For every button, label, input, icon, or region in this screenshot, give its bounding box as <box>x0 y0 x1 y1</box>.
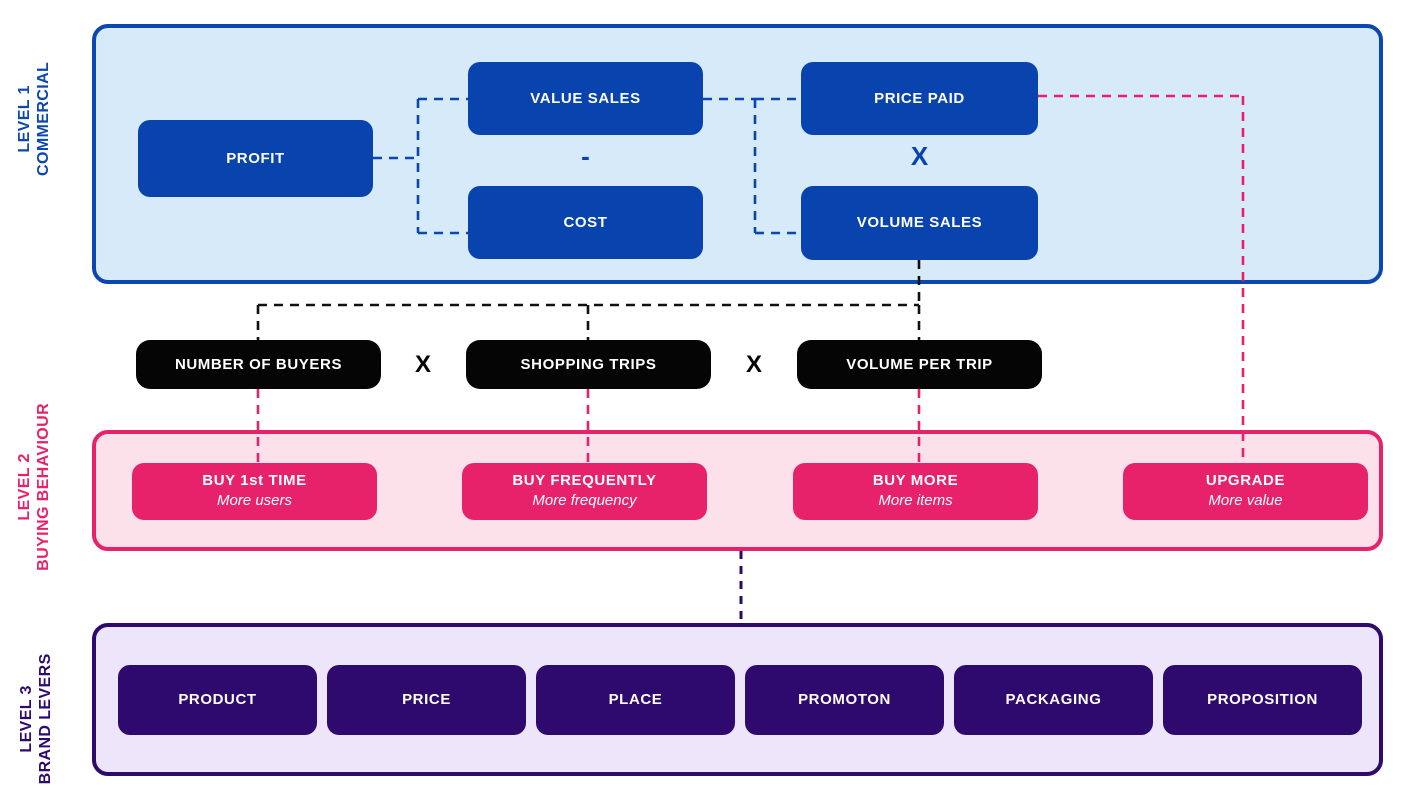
operator-times-drivers-2: X <box>745 351 762 378</box>
node-proposition[interactable]: PROPOSITION <box>1163 665 1362 735</box>
node-value-sales-label: VALUE SALES <box>530 89 641 107</box>
node-upgrade-sub: More value <box>1208 492 1283 510</box>
node-price-label: PRICE <box>402 691 451 708</box>
operator-times-level1: X <box>910 140 929 171</box>
operator-times-drivers-1: X <box>414 351 431 378</box>
node-price-paid[interactable]: PRICE PAID <box>801 62 1038 135</box>
level-2-label-line2: BUYING BEHAVIOUR <box>35 402 52 571</box>
node-price[interactable]: PRICE <box>327 665 526 735</box>
node-packaging[interactable]: PACKAGING <box>954 665 1153 735</box>
level-1-label-line2: COMMERCIAL <box>35 61 52 176</box>
node-volume-sales[interactable]: VOLUME SALES <box>801 186 1038 260</box>
node-buy-more-title: BUY MORE <box>872 472 959 490</box>
node-number-of-buyers[interactable]: NUMBER OF BUYERS <box>136 340 381 389</box>
node-volume-per-trip[interactable]: VOLUME PER TRIP <box>797 340 1042 389</box>
node-upgrade-title: UPGRADE <box>1205 472 1286 490</box>
node-proposition-label: PROPOSITION <box>1207 691 1318 708</box>
level-1-label-line1: LEVEL 1 <box>16 85 34 153</box>
node-volume-sales-label: VOLUME SALES <box>856 214 983 231</box>
node-cost[interactable]: COST <box>468 186 703 259</box>
node-buy-1st-time[interactable]: BUY 1st TIME More users <box>132 463 377 520</box>
level-3-label-line2: BRAND LEVERS <box>37 653 54 785</box>
level-3-label-line1: LEVEL 3 <box>18 685 36 753</box>
node-cost-label: COST <box>563 213 608 231</box>
level-3-side-label: LEVEL 3 BRAND LEVERS <box>18 653 56 784</box>
node-number-of-buyers-label: NUMBER OF BUYERS <box>174 355 343 373</box>
node-product[interactable]: PRODUCT <box>118 665 317 735</box>
node-buy-more-sub: More items <box>878 492 953 510</box>
node-promoton[interactable]: PROMOTON <box>745 665 944 735</box>
node-profit[interactable]: PROFIT <box>138 120 373 197</box>
node-buy-frequently-sub: More frequency <box>532 492 637 510</box>
node-price-paid-label: PRICE PAID <box>874 89 965 107</box>
node-buy-frequently-title: BUY FREQUENTLY <box>512 472 657 490</box>
node-profit-label: PROFIT <box>226 149 285 167</box>
node-place[interactable]: PLACE <box>536 665 735 735</box>
node-value-sales[interactable]: VALUE SALES <box>468 62 703 135</box>
node-buy-1st-time-sub: More users <box>216 492 293 510</box>
node-place-label: PLACE <box>608 691 663 708</box>
node-product-label: PRODUCT <box>178 691 257 708</box>
operator-minus: - <box>581 140 590 171</box>
level-1-side-label: LEVEL 1 COMMERCIAL <box>16 62 54 176</box>
node-packaging-label: PACKAGING <box>1005 691 1102 708</box>
node-upgrade[interactable]: UPGRADE More value <box>1123 463 1368 520</box>
node-buy-more[interactable]: BUY MORE More items <box>793 463 1038 520</box>
node-shopping-trips[interactable]: SHOPPING TRIPS <box>466 340 711 389</box>
level-2-label-line1: LEVEL 2 <box>16 453 34 521</box>
node-buy-frequently[interactable]: BUY FREQUENTLY More frequency <box>462 463 707 520</box>
level-2-side-label: LEVEL 2 BUYING BEHAVIOUR <box>16 403 54 571</box>
node-shopping-trips-label: SHOPPING TRIPS <box>520 355 657 373</box>
node-promoton-label: PROMOTON <box>798 691 891 708</box>
node-volume-per-trip-label: VOLUME PER TRIP <box>846 355 993 373</box>
node-buy-1st-time-title: BUY 1st TIME <box>202 472 307 490</box>
